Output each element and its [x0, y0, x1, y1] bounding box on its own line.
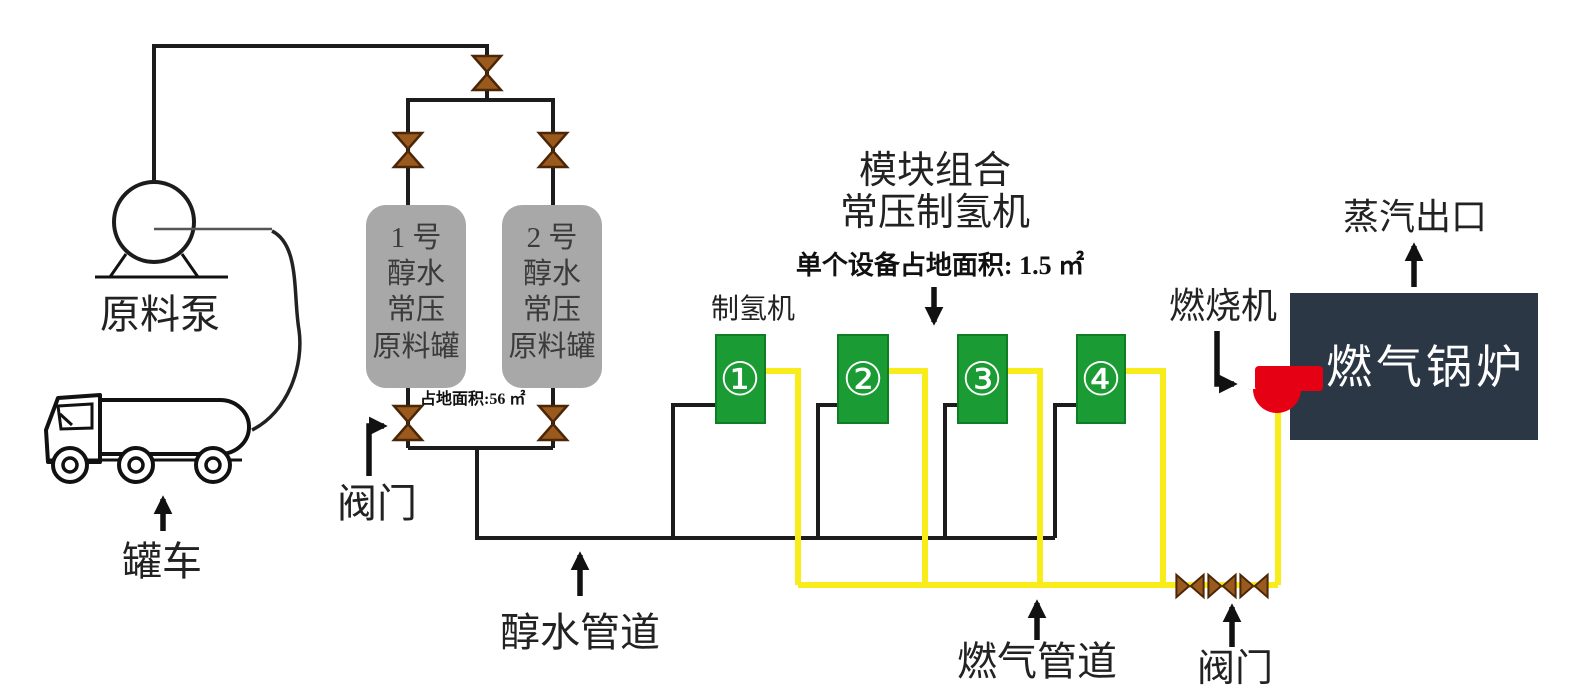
- burner-icon: [1253, 366, 1323, 413]
- pipe-methanol-manifold: [475, 448, 1055, 540]
- pipe-gas-generator-3: [1007, 368, 1043, 585]
- pipe-feed-generator-3: [943, 403, 958, 538]
- generator-3: [957, 334, 1008, 424]
- burner-label: 燃烧机: [1169, 286, 1277, 326]
- tank-1-body: [366, 205, 466, 388]
- burner-bar: [1255, 366, 1323, 391]
- pump-leg-left: [108, 253, 128, 278]
- valve-gas-1: [1175, 573, 1205, 599]
- valve-label-right: 阀门: [1197, 648, 1273, 690]
- valve-top-header: [471, 54, 503, 92]
- generator-4-number: ④: [1080, 352, 1121, 406]
- pipe-tank-branch-top: [406, 98, 555, 205]
- truck-hub-1: [61, 456, 79, 474]
- gas-boiler: [1290, 293, 1538, 440]
- pump-body: [112, 180, 196, 264]
- suction-hose: [251, 229, 302, 432]
- pipe-gas-generator-4: [1125, 368, 1166, 585]
- truck-wiper: [58, 412, 74, 427]
- truck-label: 罐车: [122, 539, 202, 584]
- tank-1-line-4: 原料罐: [372, 330, 459, 363]
- generator-1: [715, 334, 766, 424]
- boiler-label: 燃气锅炉: [1326, 342, 1526, 393]
- generator-3-number: ③: [961, 352, 1002, 406]
- pipe-feed-generator-2: [816, 403, 838, 538]
- generator-2-number: ②: [842, 352, 883, 406]
- valve-tank-2-outlet: [537, 404, 569, 442]
- tank-2-line-4: 原料罐: [508, 330, 595, 363]
- pump-leg-right: [180, 253, 200, 278]
- valve-tank-1-outlet: [392, 404, 424, 442]
- generator-label: 制氢机: [711, 293, 795, 325]
- tank-2-line-2: 醇水: [523, 257, 581, 290]
- valve-label-left: 阀门: [337, 481, 417, 526]
- tank-2-body: [502, 205, 602, 388]
- pipe-feed-generator-4: [1053, 403, 1077, 538]
- tanker-truck: [44, 393, 251, 484]
- pump-label: 原料泵: [100, 292, 220, 337]
- tank-1-line-2: 醇水: [387, 257, 445, 290]
- pipe-feed-generator-1: [671, 403, 716, 538]
- generator-2: [837, 334, 889, 424]
- hydrogen-generators: ① ② ③ ④: [715, 334, 1126, 424]
- raw-material-tank-1: 1 号 醇水 常压 原料罐: [366, 205, 466, 388]
- generator-4: [1076, 334, 1126, 424]
- burner-scroll: [1253, 389, 1301, 413]
- raw-material-pump: [95, 180, 272, 279]
- valve-left-arrow: [366, 416, 388, 476]
- module-title-line2: 常压制氢机: [840, 192, 1030, 234]
- pipe-pump-to-tanks: [152, 44, 489, 184]
- tank-2-line-3: 常压: [523, 293, 581, 326]
- tank-2-line-1: 2 号: [527, 222, 578, 254]
- valve-tank-2-inlet: [537, 131, 569, 169]
- truck-tank-body: [98, 398, 251, 456]
- truck-hub-2: [127, 456, 145, 474]
- tank-1-line-3: 常压: [387, 293, 445, 326]
- truck-hub-3: [204, 456, 222, 474]
- module-title-line1: 模块组合: [859, 150, 1011, 192]
- pipe-gas-generator-2: [888, 368, 928, 585]
- tank-footprint-label: 占地面积:56 ㎡: [420, 389, 525, 408]
- raw-material-tank-2: 2 号 醇水 常压 原料罐: [502, 205, 602, 388]
- valve-tank-1-inlet: [392, 131, 424, 169]
- gas-pipeline-label: 燃气管道: [957, 639, 1117, 684]
- generator-1-number: ①: [719, 352, 760, 406]
- pipe-gas-generator-1: [765, 368, 801, 585]
- valve-gas-3: [1239, 573, 1269, 599]
- truck-window: [56, 402, 94, 431]
- tank-1-line-1: 1 号: [391, 222, 442, 254]
- burner-arrow: [1214, 331, 1238, 394]
- unit-footprint-label: 单个设备占地面积: 1.5 ㎡: [796, 250, 1084, 280]
- methanol-pipeline-label: 醇水管道: [500, 610, 660, 655]
- steam-outlet-label: 蒸汽出口: [1343, 197, 1487, 237]
- valve-gas-2: [1207, 573, 1237, 599]
